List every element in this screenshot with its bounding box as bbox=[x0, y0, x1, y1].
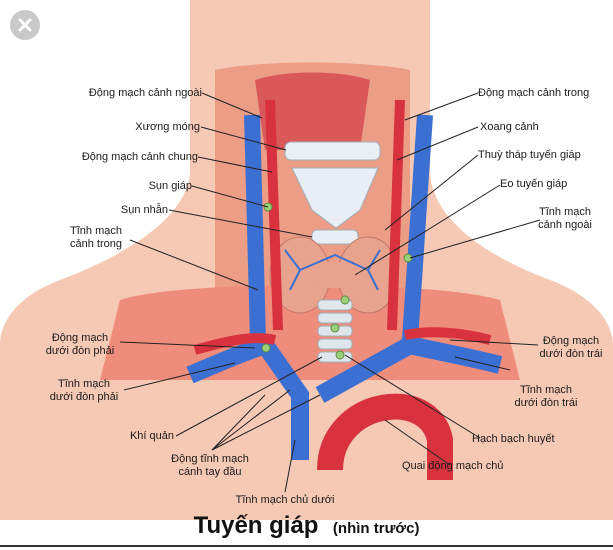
right-jugular-vein bbox=[252, 115, 258, 340]
label-external-jugular-vein: Tĩnh mạch cảnh ngoài bbox=[530, 206, 600, 232]
page-subtitle: (nhìn trước) bbox=[333, 520, 420, 537]
cricoid-cartilage bbox=[312, 230, 358, 244]
label-inferior-vena-cava: Tĩnh mạch chủ dưới bbox=[210, 494, 360, 507]
caption: Tuyến giáp (nhìn trước) bbox=[0, 512, 613, 540]
thyroid-isthmus-shape bbox=[310, 262, 358, 288]
label-internal-carotid-artery: Động mạch cảnh trong bbox=[478, 87, 608, 100]
label-thyroid-cartilage: Sụn giáp bbox=[120, 180, 192, 193]
label-carotid-sinus: Xoang cảnh bbox=[480, 121, 570, 134]
label-cricoid-cartilage: Sụn nhẫn bbox=[98, 204, 168, 217]
close-button[interactable] bbox=[10, 10, 40, 40]
close-icon bbox=[10, 10, 40, 40]
label-internal-jugular-vein: Tĩnh mạch cảnh trong bbox=[70, 225, 145, 251]
label-external-carotid-artery: Động mạch cảnh ngoài bbox=[60, 87, 202, 100]
bottom-divider bbox=[0, 545, 613, 547]
label-pyramidal-lobe: Thuỳ tháp tuyến giáp bbox=[478, 149, 610, 162]
label-right-subclavian-artery: Động mạch dưới đòn phải bbox=[40, 332, 120, 358]
label-left-subclavian-artery: Động mạch dưới đòn trái bbox=[532, 335, 610, 361]
page-title: Tuyến giáp bbox=[194, 512, 319, 539]
label-brachiocephalic-vessels: Động tĩnh mạch cánh tay đầu bbox=[150, 453, 270, 479]
hyoid-bone bbox=[285, 142, 380, 160]
label-left-subclavian-vein: Tĩnh mạch dưới đòn trái bbox=[506, 384, 586, 410]
label-thyroid-isthmus: Eo tuyến giáp bbox=[500, 178, 590, 191]
label-common-carotid-artery: Động mạch cảnh chung bbox=[50, 151, 198, 164]
label-lymph-node: Hạch bạch huyết bbox=[472, 433, 582, 446]
label-trachea: Khí quản bbox=[110, 430, 174, 443]
label-hyoid-bone: Xương móng bbox=[100, 121, 200, 134]
label-aortic-arch: Quai động mạch chủ bbox=[402, 460, 532, 473]
label-right-subclavian-vein: Tĩnh mạch dưới đòn phải bbox=[42, 378, 126, 404]
